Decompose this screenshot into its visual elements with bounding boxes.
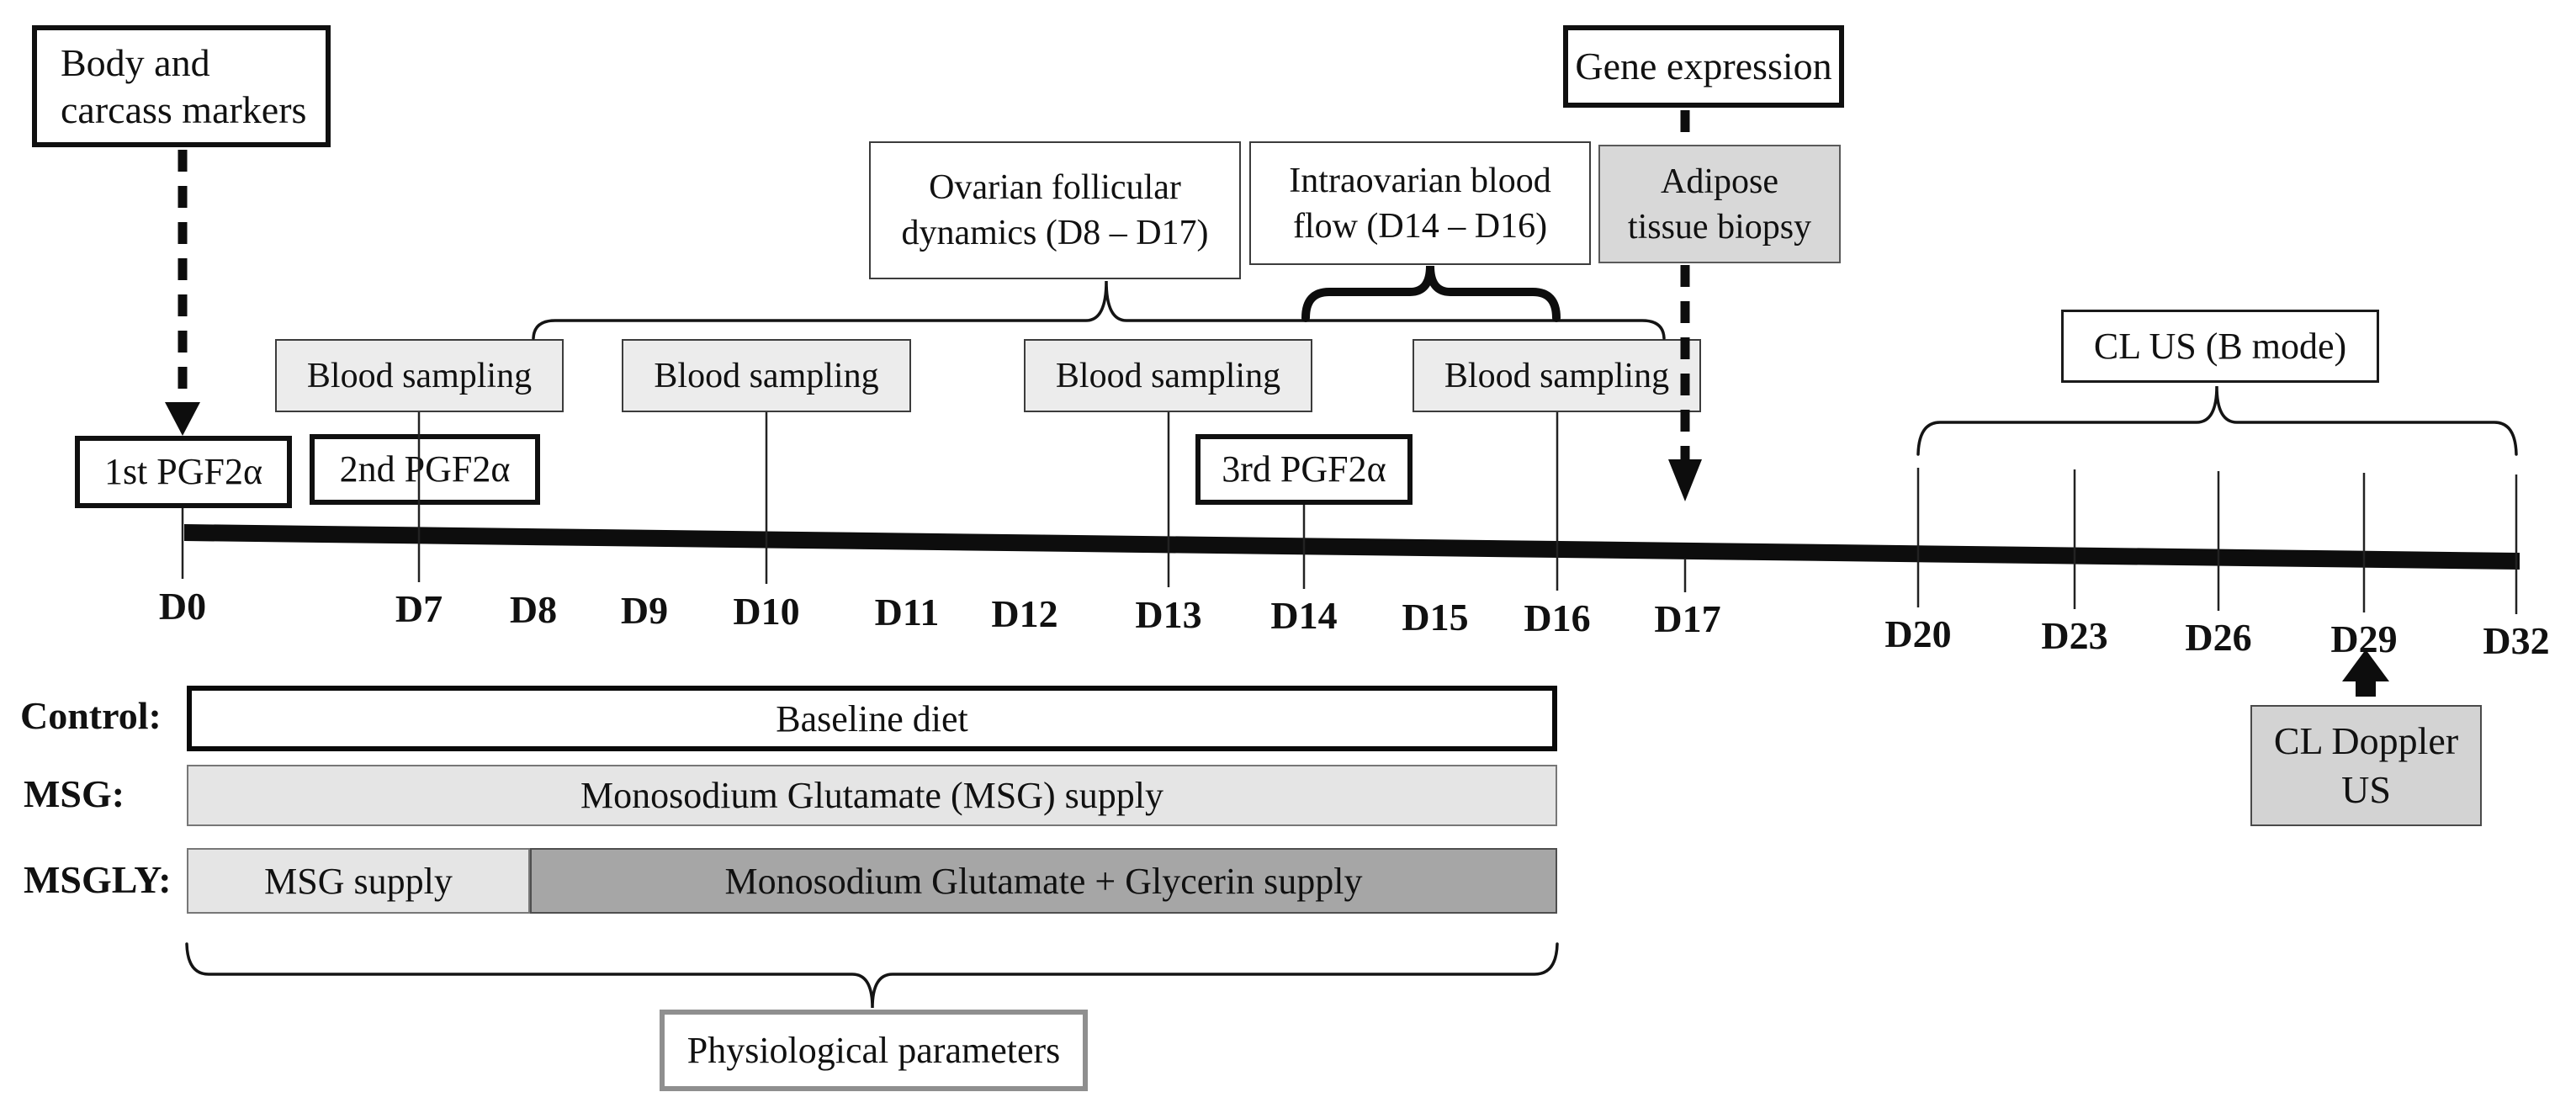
diet-bar-control-baseline: Baseline diet bbox=[187, 686, 1557, 751]
day-label-d9: D9 bbox=[620, 589, 669, 632]
second-pgf2a-box: 2nd PGF2α bbox=[310, 434, 540, 505]
first-pgf2a-label: 1st PGF2α bbox=[103, 451, 263, 492]
brace-ovarian-dynamics-d8-d17 bbox=[532, 280, 1666, 340]
day-label-d20: D20 bbox=[1884, 612, 1952, 655]
cl-doppler-us-box: CL Doppler US bbox=[2250, 705, 2482, 826]
day-label-d26: D26 bbox=[2185, 616, 2252, 659]
diet-bar-msgly-segment-glycerin: Monosodium Glutamate + Glycerin supply bbox=[530, 848, 1557, 914]
day-label-d0: D0 bbox=[158, 585, 207, 628]
day-label-d8: D8 bbox=[509, 588, 558, 631]
day-label-d16: D16 bbox=[1524, 596, 1591, 639]
day-label-d10: D10 bbox=[733, 590, 800, 633]
physiological-parameters-box: Physiological parameters bbox=[660, 1010, 1088, 1091]
baseline-diet-label: Baseline diet bbox=[776, 697, 968, 740]
cl-doppler-line2: US bbox=[2341, 768, 2391, 811]
diet-row-label-msgly: MSGLY: bbox=[24, 858, 172, 901]
cl-us-b-mode-box: CL US (B mode) bbox=[2061, 310, 2379, 383]
body-carcass-markers-box: Body and carcass markers bbox=[32, 25, 331, 147]
adipose-biopsy-line1: Adipose bbox=[1661, 162, 1778, 201]
cl-doppler-line1: CL Doppler bbox=[2273, 719, 2459, 762]
blood-sampling-label: Blood sampling bbox=[306, 356, 533, 395]
day-label-d15: D15 bbox=[1402, 596, 1469, 639]
day-label-d13: D13 bbox=[1135, 593, 1202, 636]
blood-sampling-label: Blood sampling bbox=[1444, 356, 1670, 395]
blood-sampling-box-d10: Blood sampling bbox=[622, 339, 911, 412]
day-label-d23: D23 bbox=[2041, 614, 2108, 657]
third-pgf2a-label: 3rd PGF2α bbox=[1222, 448, 1386, 490]
second-pgf2a-label: 2nd PGF2α bbox=[339, 448, 511, 490]
diet-row-label-msg: MSG: bbox=[24, 772, 125, 815]
diet-bar-msgly-segment-msg: MSG supply bbox=[187, 848, 530, 914]
day-label-d17: D17 bbox=[1654, 597, 1721, 640]
day-label-d11: D11 bbox=[874, 591, 940, 634]
blood-sampling-box-d16: Blood sampling bbox=[1413, 339, 1701, 412]
ovarian-dynamics-line2: dynamics (D8 – D17) bbox=[901, 214, 1209, 252]
diet-bar-msg-supply: Monosodium Glutamate (MSG) supply bbox=[187, 765, 1557, 826]
blood-sampling-label: Blood sampling bbox=[654, 356, 879, 395]
blood-sampling-box-d13: Blood sampling bbox=[1024, 339, 1312, 412]
msgly-glycerin-supply-label: Monosodium Glutamate + Glycerin supply bbox=[724, 860, 1363, 902]
msg-supply-full-label: Monosodium Glutamate (MSG) supply bbox=[580, 775, 1163, 816]
first-pgf2a-box: 1st PGF2α bbox=[75, 436, 292, 508]
day-label-d12: D12 bbox=[991, 592, 1058, 635]
timeline-bar bbox=[184, 524, 2520, 570]
day-label-d29: D29 bbox=[2330, 618, 2398, 660]
body-carcass-line1: Body and bbox=[61, 40, 210, 84]
body-carcass-line2: carcass markers bbox=[61, 87, 307, 131]
ovarian-dynamics-box: Ovarian follicular dynamics (D8 – D17) bbox=[869, 141, 1241, 279]
cl-us-b-mode-label: CL US (B mode) bbox=[2093, 325, 2347, 367]
adipose-biopsy-line2: tissue biopsy bbox=[1627, 207, 1812, 247]
third-pgf2a-box: 3rd PGF2α bbox=[1195, 434, 1413, 505]
gene-expression-label: Gene expression bbox=[1575, 45, 1832, 87]
day-label-d7: D7 bbox=[395, 587, 443, 630]
brace-physiological-parameters bbox=[185, 942, 1559, 1009]
msgly-msg-supply-label: MSG supply bbox=[264, 860, 453, 902]
blood-sampling-box-d7: Blood sampling bbox=[275, 339, 564, 412]
diet-row-label-control: Control: bbox=[20, 694, 162, 737]
brace-intraovarian-flow-d14-d16 bbox=[1301, 265, 1561, 322]
day-label-d32: D32 bbox=[2483, 619, 2550, 662]
ovarian-dynamics-line1: Ovarian follicular bbox=[929, 168, 1181, 207]
adipose-biopsy-box: Adipose tissue biopsy bbox=[1598, 145, 1841, 263]
gene-expression-box: Gene expression bbox=[1563, 25, 1844, 108]
physiological-parameters-label: Physiological parameters bbox=[686, 1029, 1061, 1071]
intraovarian-flow-line2: flow (D14 – D16) bbox=[1292, 206, 1548, 246]
arrowhead-adipose-to-timeline bbox=[1668, 459, 1702, 501]
day-label-d14: D14 bbox=[1270, 594, 1338, 637]
brace-cl-us-d20-d32 bbox=[1916, 385, 2518, 456]
blood-sampling-label: Blood sampling bbox=[1055, 356, 1281, 395]
arrowhead-body-carcass bbox=[165, 402, 200, 436]
intraovarian-flow-line1: Intraovarian blood bbox=[1289, 161, 1551, 200]
intraovarian-flow-box: Intraovarian blood flow (D14 – D16) bbox=[1249, 141, 1591, 265]
